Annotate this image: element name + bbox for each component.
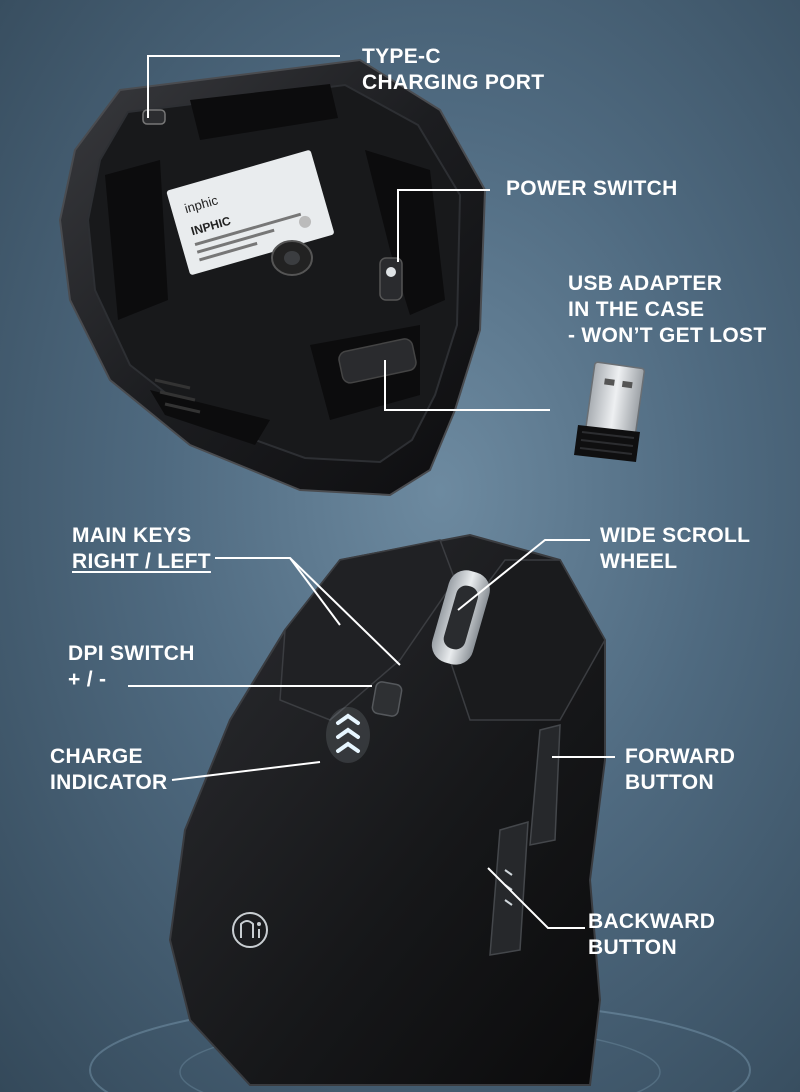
line-backward-button (487, 867, 585, 929)
line-usb-adapter (384, 360, 550, 411)
forward-button-line1: FORWARD (625, 745, 736, 768)
main-keys-line2: RIGHT / LEFT (72, 550, 211, 573)
usb-compartment (338, 338, 417, 384)
callout-charge-indicator: CHARGE INDICATOR (50, 744, 167, 796)
callout-forward-button: FORWARD BUTTON (625, 744, 735, 796)
usb-adapter-line2: IN THE CASE (568, 298, 705, 321)
charge-indicator-leds (326, 707, 370, 763)
callout-lines (128, 55, 615, 929)
forward-side-button (529, 724, 561, 846)
usb-receiver (574, 361, 645, 462)
line-type-c (147, 55, 340, 118)
callout-main-keys: MAIN KEYS RIGHT / LEFT (72, 523, 211, 575)
line-charge-indicator (171, 761, 321, 781)
callout-usb-adapter: USB ADAPTER IN THE CASE - WON’T GET LOST (568, 271, 766, 349)
charge-indicator-line1: CHARGE (50, 745, 143, 768)
line-power-switch (397, 189, 490, 262)
type-c-line1: TYPE-C (362, 45, 441, 68)
callout-power-switch: POWER SWITCH (506, 176, 678, 202)
callout-backward-button: BACKWARD BUTTON (588, 909, 715, 961)
line-main-keys-left (289, 557, 341, 626)
main-keys-line1: MAIN KEYS (72, 524, 192, 547)
inphic-logo-icon (232, 912, 268, 948)
power-switch-line1: POWER SWITCH (506, 177, 678, 200)
scroll-wheel-line2: WHEEL (600, 550, 678, 573)
dpi-button (371, 681, 403, 717)
usb-adapter-line3: - WON’T GET LOST (568, 324, 767, 347)
backward-button-line2: BUTTON (588, 936, 677, 959)
mouse-top-view (168, 533, 606, 1086)
callout-dpi-switch: DPI SWITCH + / - (68, 641, 195, 693)
callout-wide-scroll-wheel: WIDE SCROLL WHEEL (600, 523, 750, 575)
dpi-switch-line2: + / - (68, 668, 107, 691)
power-switch (379, 257, 403, 301)
usb-adapter-line1: USB ADAPTER (568, 272, 723, 295)
type-c-line2: CHARGING PORT (362, 71, 545, 94)
dpi-switch-line1: DPI SWITCH (68, 642, 195, 665)
callout-type-c-charging-port: TYPE-C CHARGING PORT (362, 44, 544, 96)
type-c-port (142, 109, 166, 125)
charge-indicator-line2: INDICATOR (50, 771, 168, 794)
forward-button-line2: BUTTON (625, 771, 714, 794)
backward-button-line1: BACKWARD (588, 910, 716, 933)
scroll-wheel-line1: WIDE SCROLL (600, 524, 751, 547)
line-scroll-wheel (457, 539, 590, 611)
mouse-bottom-view: inphic INPHIC (58, 58, 487, 497)
